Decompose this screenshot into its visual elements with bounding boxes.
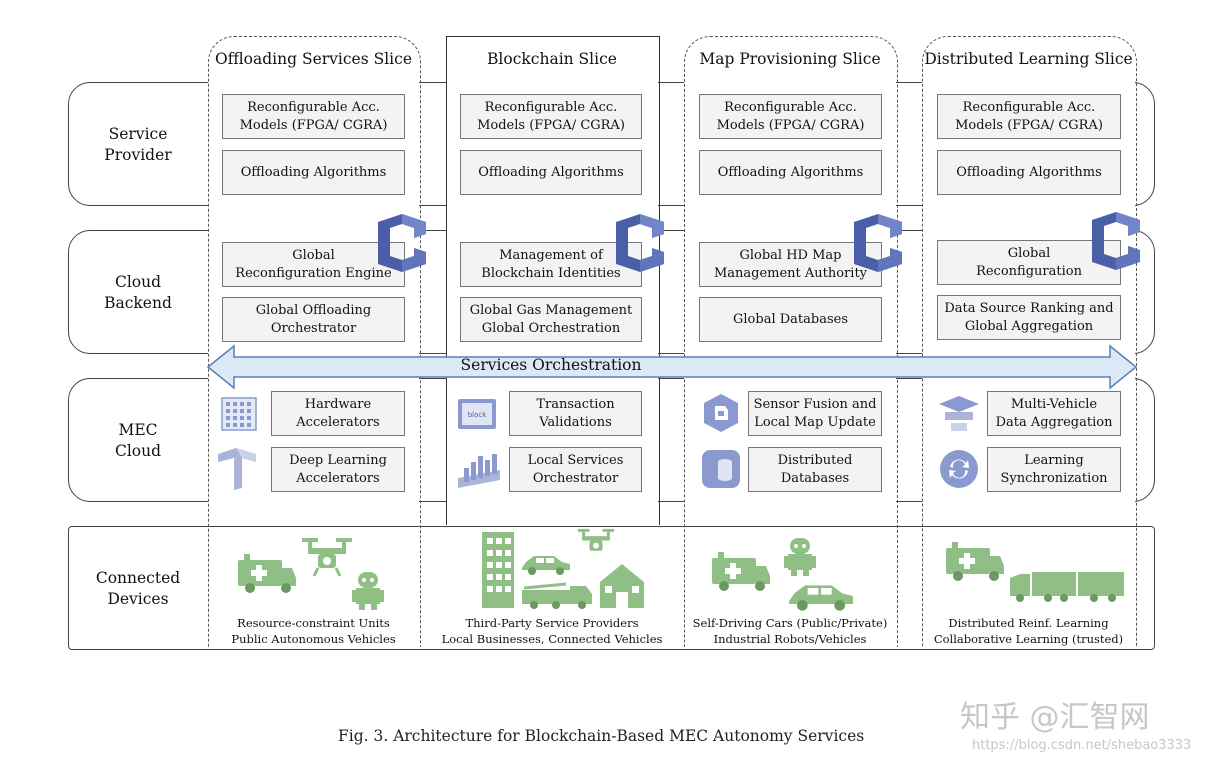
mec-box-b: Learning Synchronization bbox=[987, 447, 1121, 492]
slice-map-provisioning bbox=[684, 36, 898, 647]
sp-box-acc-models: Reconfigurable Acc. Models (FPGA/ CGRA) bbox=[937, 94, 1121, 139]
slice-title-blockchain: Blockchain Slice bbox=[487, 50, 617, 68]
robot-icon bbox=[352, 572, 384, 610]
watermark-url: https://blog.csdn.net/shebao3333 bbox=[972, 738, 1192, 753]
mec-box-a: Transaction Validations bbox=[509, 391, 642, 436]
fire-truck-icon bbox=[522, 582, 592, 609]
sp-box-offloading-algorithms: Offloading Algorithms bbox=[937, 150, 1121, 195]
car-icon bbox=[789, 585, 853, 611]
robot-icon bbox=[784, 538, 816, 576]
mec-box-b: Local Services Orchestrator bbox=[509, 447, 642, 492]
row-label-service-provider: Service Provider bbox=[104, 125, 172, 164]
cloud-cube-icon bbox=[854, 214, 902, 272]
slice-offloading bbox=[208, 36, 421, 647]
cb-box-a: Global Reconfiguration bbox=[937, 240, 1121, 285]
mec-box-a: Multi-Vehicle Data Aggregation bbox=[987, 391, 1121, 436]
blockchain-monitor-icon: block bbox=[458, 399, 496, 429]
sp-box-acc-models: Reconfigurable Acc. Models (FPGA/ CGRA) bbox=[699, 94, 882, 139]
cb-box-a: Global HD Map Management Authority bbox=[699, 242, 882, 287]
hexagon-sensor-icon bbox=[704, 394, 738, 432]
watermark-text: 知乎 @汇智网 bbox=[960, 700, 1150, 735]
sync-icon bbox=[940, 450, 978, 488]
sp-box-offloading-algorithms: Offloading Algorithms bbox=[222, 150, 405, 195]
cb-box-b: Global Offloading Orchestrator bbox=[222, 297, 405, 342]
car-icon bbox=[522, 556, 570, 575]
device-caption: Third-Party Service Providers Local Busi… bbox=[441, 616, 663, 646]
services-orchestration-label: Services Orchestration bbox=[460, 356, 642, 374]
house-icon bbox=[600, 564, 644, 608]
truck-icon bbox=[1010, 572, 1124, 602]
ambulance-icon bbox=[238, 554, 296, 593]
ambulance-icon bbox=[946, 542, 1004, 581]
device-caption: Resource-constraint Units Public Autonom… bbox=[231, 616, 396, 646]
device-caption: Self-Driving Cars (Public/Private) Indus… bbox=[692, 616, 888, 646]
mec-box-a: Sensor Fusion and Local Map Update bbox=[748, 391, 882, 436]
tensorflow-icon bbox=[218, 448, 256, 490]
sp-box-acc-models: Reconfigurable Acc. Models (FPGA/ CGRA) bbox=[222, 94, 405, 139]
sp-box-offloading-algorithms: Offloading Algorithms bbox=[460, 150, 642, 195]
sp-box-acc-models: Reconfigurable Acc. Models (FPGA/ CGRA) bbox=[460, 94, 642, 139]
cloud-cube-icon bbox=[1092, 212, 1140, 270]
slice-title-map: Map Provisioning Slice bbox=[699, 50, 881, 68]
cb-box-b: Global Databases bbox=[699, 297, 882, 342]
ambulance-icon bbox=[712, 552, 770, 591]
slice-blockchain bbox=[446, 36, 660, 525]
slice-title-offloading: Offloading Services Slice bbox=[215, 50, 412, 68]
row-label-cloud-backend: Cloud Backend bbox=[104, 273, 172, 312]
services-orchestration-arrow bbox=[206, 344, 1138, 390]
figure-caption: Fig. 3. Architecture for Blockchain-Base… bbox=[338, 727, 865, 745]
sp-box-offloading-algorithms: Offloading Algorithms bbox=[699, 150, 882, 195]
cloud-cube-icon bbox=[378, 214, 426, 272]
row-label-mec-cloud: MEC Cloud bbox=[114, 421, 162, 460]
device-caption: Distributed Reinf. Learning Collaborativ… bbox=[933, 616, 1124, 646]
row-label-connected-devices: Connected Devices bbox=[95, 569, 181, 608]
mec-box-b: Distributed Databases bbox=[748, 447, 882, 492]
chip-grid-icon bbox=[221, 397, 257, 431]
cb-box-a: Global Reconfiguration Engine bbox=[222, 242, 405, 287]
drone-icon bbox=[302, 538, 352, 577]
cb-box-b: Data Source Ranking and Global Aggregati… bbox=[937, 295, 1121, 340]
cloud-cube-icon bbox=[616, 214, 664, 272]
svg-text:block: block bbox=[468, 411, 488, 419]
mec-box-b: Deep Learning Accelerators bbox=[271, 447, 405, 492]
cb-box-b: Global Gas Management Global Orchestrati… bbox=[460, 297, 642, 342]
mec-box-a: Hardware Accelerators bbox=[271, 391, 405, 436]
drone-icon bbox=[577, 528, 615, 551]
building-icon bbox=[482, 532, 514, 608]
bar-stack-icon bbox=[458, 454, 500, 488]
slice-distributed-learning bbox=[922, 36, 1137, 647]
database-icon bbox=[702, 450, 740, 488]
layers-icon bbox=[939, 396, 979, 431]
slice-title-learning: Distributed Learning Slice bbox=[924, 50, 1133, 68]
cb-box-a: Management of Blockchain Identities bbox=[460, 242, 642, 287]
